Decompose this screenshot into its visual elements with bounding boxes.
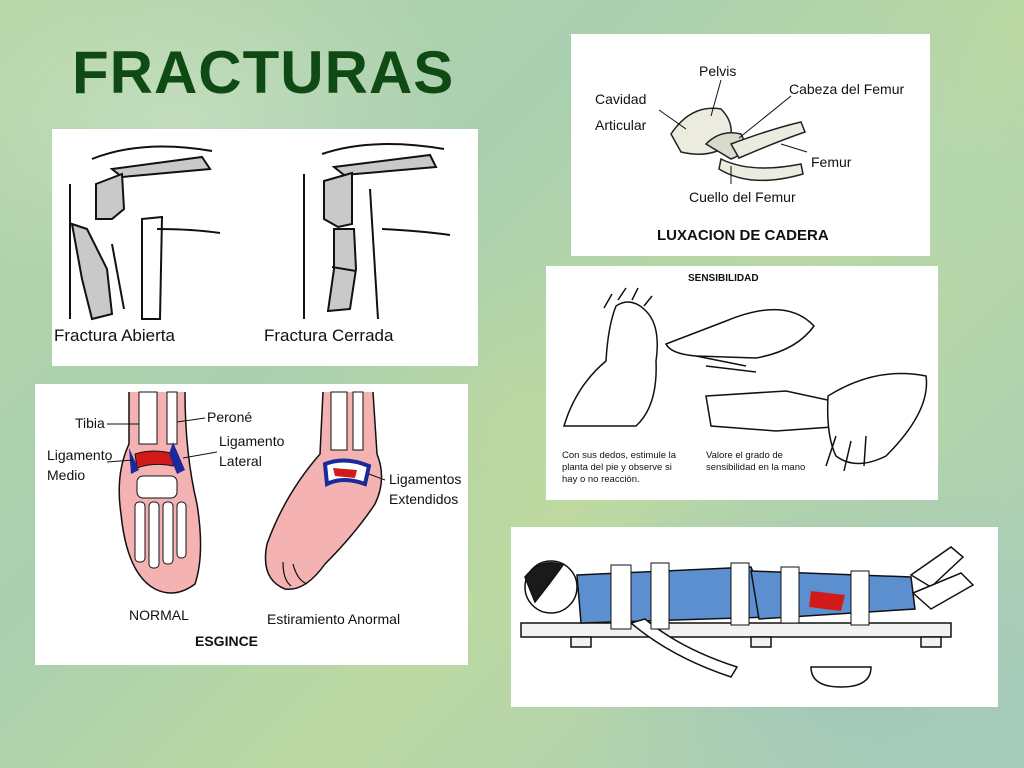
label-cabeza-femur: Cabeza del Femur — [789, 81, 905, 97]
label-articular: Articular — [595, 117, 647, 133]
label-cuello-femur: Cuello del Femur — [689, 189, 796, 205]
label-perone: Peroné — [207, 409, 252, 425]
fracture-types-illustration: Fractura Abierta Fractura Cerrada — [54, 143, 451, 345]
immobilization-straps — [610, 562, 870, 630]
hip-leader-lines — [658, 79, 808, 184]
sensitivity-left-line-2: planta del pie y observe si — [562, 462, 672, 473]
normal-ankle-drawing — [118, 391, 202, 594]
label-closed-fracture: Fractura Cerrada — [264, 326, 394, 345]
caption-luxacion: LUXACION DE CADERA — [657, 227, 829, 244]
label-pelvis: Pelvis — [699, 63, 736, 79]
immobilization-panel — [511, 527, 998, 707]
sensitivity-right-line-2: sensibilidad en la mano — [706, 462, 805, 473]
label-femur: Femur — [811, 154, 852, 170]
sensitivity-illustration: SENSIBILIDAD Con sus dedos, estimule la … — [562, 273, 928, 485]
label-tibia: Tibia — [75, 415, 105, 431]
caption-esguince: ESGINCE — [195, 633, 258, 649]
label-normal: NORMAL — [129, 607, 189, 623]
sprain-panel: Tibia Peroné Ligamento Medio Ligamento L… — [35, 384, 468, 665]
label-ligamento-lateral-1: Ligamento — [219, 433, 285, 449]
label-ligamento-medio-1: Ligamento — [47, 447, 113, 463]
sprain-leader-lines — [106, 417, 386, 481]
sensitivity-panel: SENSIBILIDAD Con sus dedos, estimule la … — [546, 266, 938, 500]
sensitivity-right-line-1: Valore el grado de — [706, 450, 783, 461]
foot-drawing — [562, 287, 658, 427]
basin-drawing — [810, 666, 872, 688]
sensitivity-right-text: Valore el grado de sensibilidad en la ma… — [706, 450, 805, 473]
sprained-ankle-drawing — [264, 391, 383, 591]
closed-fracture-drawing — [303, 143, 451, 320]
slide-title: FRACTURAS — [72, 39, 455, 106]
sprain-illustration: Tibia Peroné Ligamento Medio Ligamento L… — [47, 391, 461, 649]
label-estiramiento-anormal: Estiramiento Anormal — [267, 611, 400, 627]
fracture-types-panel: Fractura Abierta Fractura Cerrada — [52, 129, 478, 366]
hip-dislocation-panel: Pelvis Cavidad Articular Cabeza del Femu… — [571, 34, 930, 256]
label-ligamentos-extendidos-1: Ligamentos — [389, 471, 461, 487]
label-ligamento-lateral-2: Lateral — [219, 453, 262, 469]
label-ligamento-medio-2: Medio — [47, 467, 85, 483]
label-cavidad: Cavidad — [595, 91, 646, 107]
label-open-fracture: Fractura Abierta — [54, 326, 175, 345]
stretcher-board — [520, 622, 952, 648]
label-ligamentos-extendidos-2: Extendidos — [389, 491, 458, 507]
hand-test-drawing — [705, 372, 928, 472]
sensitivity-left-line-3: hay o no reacción. — [562, 474, 640, 485]
pointing-hand-drawing — [664, 308, 815, 373]
sensitivity-heading: SENSIBILIDAD — [688, 273, 759, 284]
hip-dislocation-illustration: Pelvis Cavidad Articular Cabeza del Femu… — [595, 63, 905, 244]
sensitivity-left-line-1: Con sus dedos, estimule la — [562, 450, 677, 461]
sensitivity-left-text: Con sus dedos, estimule la planta del pi… — [562, 450, 677, 485]
open-fracture-drawing — [69, 145, 221, 321]
hip-joint-drawing — [670, 107, 806, 182]
wound-marker — [809, 591, 845, 611]
immobilization-illustration — [520, 546, 975, 688]
